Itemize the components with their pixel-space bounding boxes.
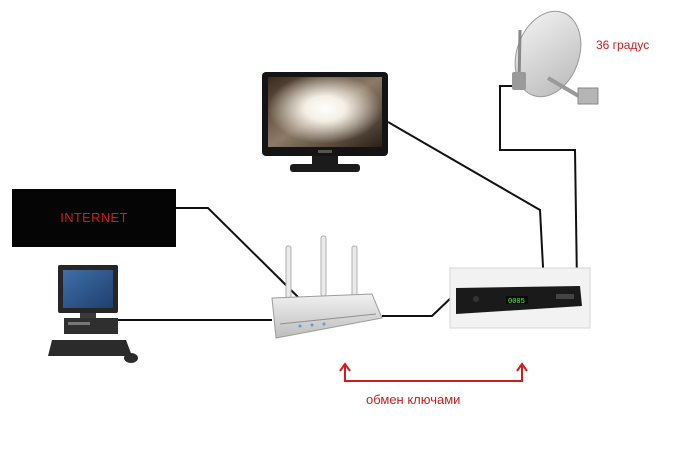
receiver-display: 0005 xyxy=(508,298,525,306)
arrow-up-left-icon xyxy=(339,362,351,372)
satellite-dish-icon xyxy=(512,10,599,105)
key-exchange-arrows xyxy=(339,362,528,382)
arrow-up-right-icon xyxy=(516,362,528,372)
cable-tv-receiver xyxy=(387,121,545,287)
tv-icon xyxy=(262,72,388,172)
cables xyxy=(118,85,578,321)
router-icon xyxy=(271,235,383,339)
key-exchange-label: обмен ключами xyxy=(366,392,461,407)
cable-dish-receiver xyxy=(499,85,578,285)
internet-box xyxy=(12,189,176,247)
key-exchange-bracket xyxy=(344,366,523,382)
cable-router-receiver xyxy=(382,293,456,317)
dish-angle-label: 36 градус xyxy=(596,38,650,52)
cable-internet-router xyxy=(176,207,299,298)
receiver-icon: 0005 xyxy=(449,267,591,329)
internet-label: INTERNET xyxy=(60,210,128,225)
computer-icon xyxy=(48,265,138,363)
